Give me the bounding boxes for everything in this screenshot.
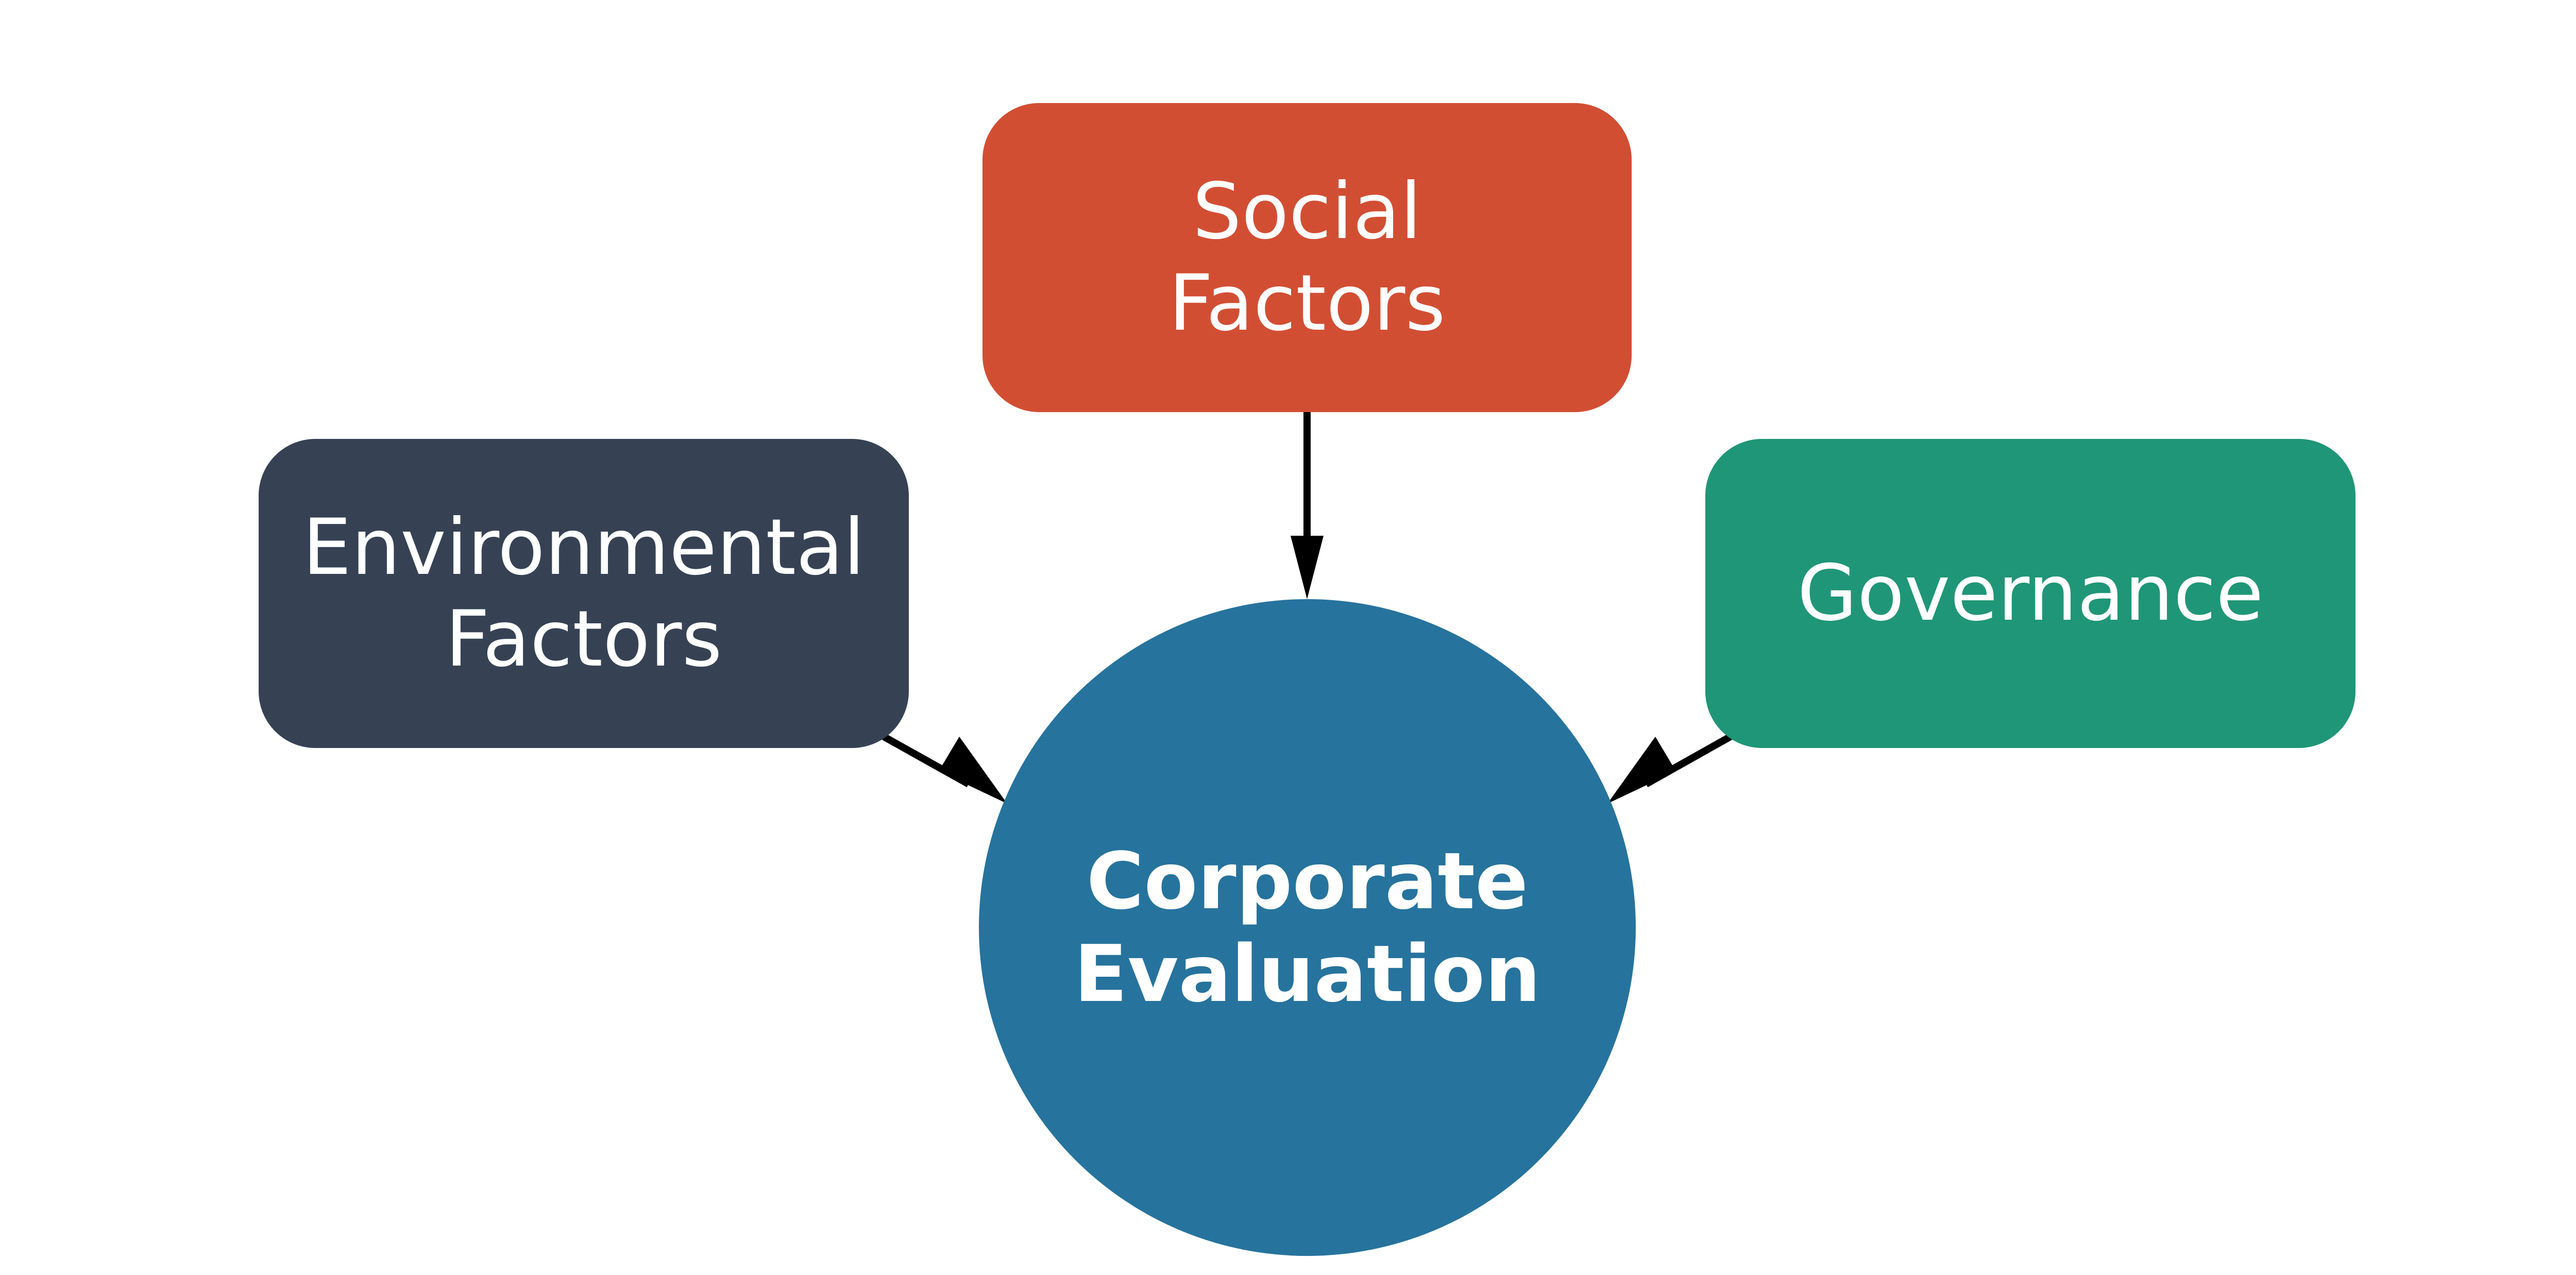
governance-label: Governance	[1797, 549, 2264, 638]
social-factors-label-line2: Factors	[1168, 259, 1446, 348]
edge-social-to-center	[1291, 412, 1324, 599]
edge-environmental-to-center	[880, 732, 1007, 804]
corporate-evaluation-node: Corporate Evaluation	[979, 599, 1636, 1256]
social-factors-node: Social Factors	[982, 103, 1632, 412]
environmental-factors-label-line1: Environmental	[302, 503, 865, 592]
environmental-factors-label-line2: Factors	[445, 594, 722, 684]
social-factors-label-line1: Social	[1192, 167, 1422, 257]
corporate-evaluation-label-line2: Evaluation	[1074, 928, 1541, 1019]
environmental-factors-node: Environmental Factors	[259, 439, 909, 748]
corporate-evaluation-label-line1: Corporate	[1086, 835, 1529, 927]
governance-node: Governance	[1705, 439, 2355, 748]
edge-governance-to-center	[1607, 732, 1734, 804]
